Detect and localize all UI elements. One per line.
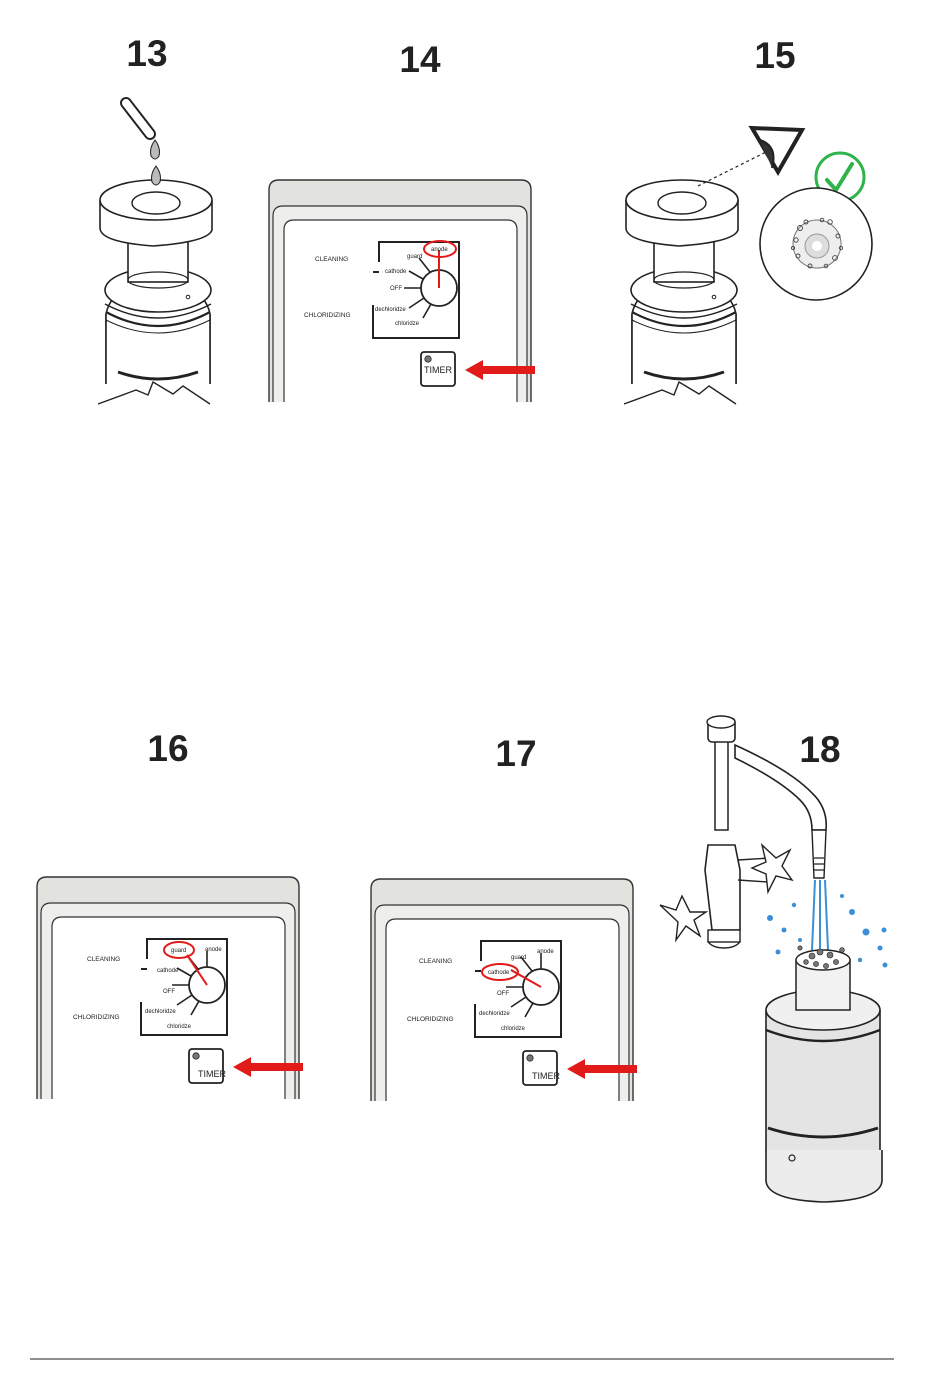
step-13-illustration: [98, 103, 212, 404]
rinse-sensor: [766, 946, 882, 1202]
label-anode: anode: [537, 949, 554, 955]
label-off: OFF: [390, 286, 402, 292]
label-dechloridize: dechloridze: [479, 1011, 510, 1017]
label-guard: guard: [511, 955, 526, 961]
label-anode: anode: [431, 247, 448, 253]
step-14-panel: CLEANING CHLORIDIZING anode guard cathod…: [269, 180, 535, 402]
timer-button-label: TIMER: [424, 365, 452, 375]
label-chloridizing: CHLORIDIZING: [407, 1016, 454, 1023]
label-off: OFF: [497, 991, 509, 997]
label-chloridize: chloridze: [501, 1026, 526, 1032]
label-cathode: cathode: [488, 970, 510, 976]
step-number-15: 15: [754, 35, 795, 76]
label-chloridizing: CHLORIDIZING: [304, 312, 351, 319]
step-number-14: 14: [399, 39, 441, 80]
timer-button-label: TIMER: [198, 1069, 226, 1079]
label-guard: guard: [407, 254, 422, 260]
label-cleaning: CLEANING: [315, 256, 348, 263]
eye-icon: [752, 128, 802, 172]
step-number-16: 16: [147, 728, 188, 769]
step-number-13: 13: [126, 33, 167, 74]
step-15-illustration: [624, 128, 872, 404]
label-dechloridize: dechloridze: [375, 307, 406, 313]
step-18-illustration: [660, 716, 888, 1202]
step-number-17: 17: [495, 733, 536, 774]
label-cathode: cathode: [157, 968, 179, 974]
label-chloridizing: CHLORIDIZING: [73, 1014, 120, 1021]
step-16-panel: CLEANING CHLORIDIZING anode guard cathod…: [37, 877, 303, 1099]
label-cleaning: CLEANING: [419, 958, 452, 965]
magnified-electrode-view: [760, 188, 872, 300]
step-number-18: 18: [799, 729, 840, 770]
step-17-panel: CLEANING CHLORIDIZING anode guard cathod…: [371, 879, 637, 1101]
label-chloridize: chloridze: [167, 1024, 192, 1030]
label-cleaning: CLEANING: [87, 956, 120, 963]
label-chloridize: chloridze: [395, 321, 420, 327]
label-anode: anode: [205, 947, 222, 953]
label-cathode: cathode: [385, 269, 407, 275]
label-guard: guard: [171, 948, 186, 954]
label-off: OFF: [163, 989, 175, 995]
dropper-icon: [126, 103, 161, 185]
timer-button-label: TIMER: [532, 1071, 560, 1081]
label-dechloridize: dechloridze: [145, 1009, 176, 1015]
